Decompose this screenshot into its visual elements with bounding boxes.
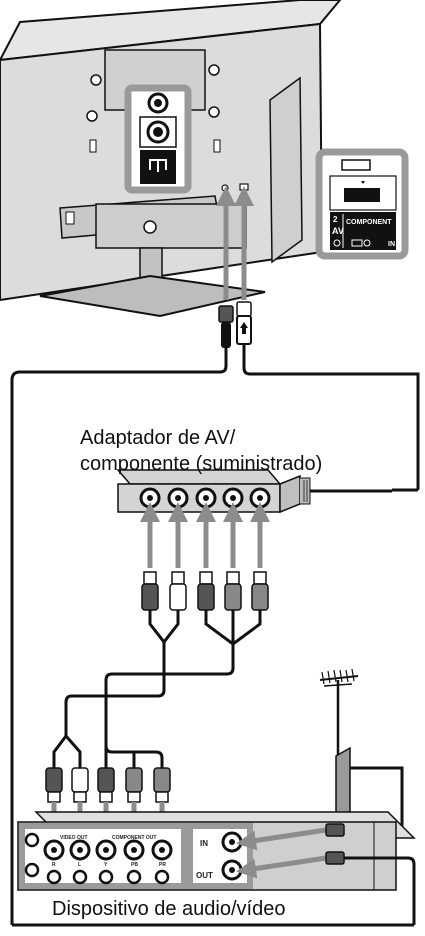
device-caption: Dispositivo de audio/vídeo: [52, 898, 286, 920]
adapter-caption: Adaptador de AV/ componente (suministrad…: [80, 425, 322, 477]
device-out-jacks: [24, 832, 173, 878]
antenna-in-label: IN: [200, 839, 208, 848]
av-label: AV: [332, 226, 344, 236]
jack-label-pr: PR: [159, 862, 166, 868]
adapter-rca-plugs: [141, 571, 269, 611]
antenna: [319, 668, 404, 832]
jack-number-label: 2: [333, 215, 338, 224]
tv-side-plugs: [218, 301, 252, 348]
antenna-cable-arrows: [12, 823, 416, 927]
jack-label-y: Y: [104, 862, 108, 868]
device-rca-plugs: [45, 767, 171, 803]
jack-label-pb: PB: [131, 862, 138, 868]
device-lower-jacks: [46, 869, 170, 885]
adapter-caption-line1: Adaptador de AV/: [80, 427, 236, 449]
in-label: IN: [388, 241, 395, 248]
adapter-caption-line2: componente (suministrado): [80, 453, 323, 475]
video-out-label: VIDEO OUT: [60, 835, 88, 841]
component-label: COMPONENT: [346, 219, 392, 226]
tv-antenna-jack-zoom: [124, 84, 192, 194]
av-device: VIDEO OUT COMPONENT OUT R L Y PB PR IN O…: [17, 811, 416, 891]
tv-input-arrows: [216, 186, 254, 300]
antenna-out-label: OUT: [196, 871, 213, 880]
main-cables: [10, 344, 420, 925]
cable-tree: [52, 610, 262, 768]
component-out-label: COMPONENT OUT: [112, 835, 156, 841]
adapter-input-arrows: [140, 502, 270, 568]
jack-label-r: R: [52, 862, 56, 868]
tv-av-component-panel: 2 AV COMPONENT IN: [315, 148, 409, 260]
jack-label-l: L: [78, 862, 81, 868]
